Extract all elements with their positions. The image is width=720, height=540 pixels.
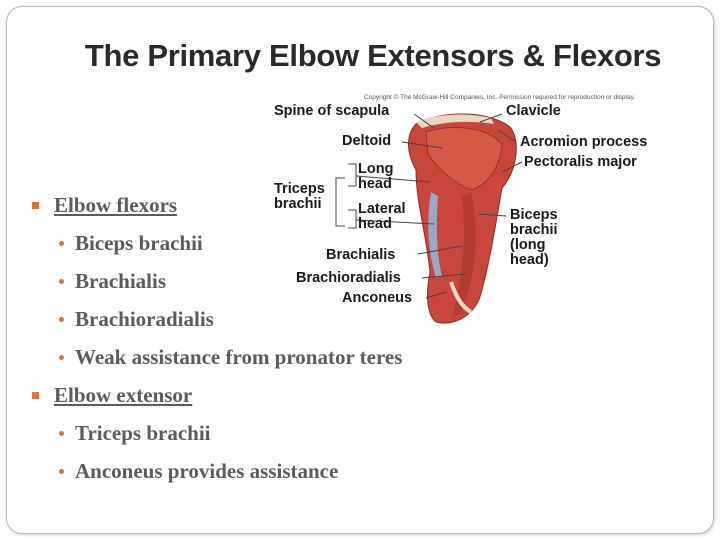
copyright-notice: Copyright © The McGraw-Hill Companies, I… xyxy=(364,94,636,101)
bullet-heading: Elbow flexors xyxy=(54,193,178,217)
bullet-text: Anconeus provides assistance xyxy=(75,459,339,483)
biceps-shape xyxy=(452,192,476,318)
label-spine-of-scapula: Spine of scapula xyxy=(274,103,390,119)
label-long-head: Long head xyxy=(358,161,394,192)
slide-title: The Primary Elbow Extensors & Flexors xyxy=(84,38,662,73)
label-anconeus: Anconeus xyxy=(342,290,413,306)
bullet-list: Elbow flexors Biceps brachii Brachialis … xyxy=(32,190,402,494)
label-clavicle: Clavicle xyxy=(506,103,561,119)
label-triceps-brachii: Triceps brachii xyxy=(274,181,325,212)
bullet-item: Anconeus provides assistance xyxy=(32,456,402,494)
label-pectoralis-major: Pectoralis major xyxy=(524,154,637,170)
bullet-item: Weak assistance from pronator teres xyxy=(32,342,402,380)
dot-bullet-icon xyxy=(59,469,64,474)
arm-muscle-figure: Copyright © The McGraw-Hill Companies, I… xyxy=(266,92,686,328)
bullet-text: Weak assistance from pronator teres xyxy=(75,345,403,369)
label-lateral-head: Lateral head xyxy=(358,201,406,232)
dot-bullet-icon xyxy=(59,317,64,322)
bullet-item: Biceps brachii xyxy=(32,228,402,266)
bone-shape xyxy=(428,192,442,278)
bullet-text: Brachialis xyxy=(75,269,167,293)
deltoid-shape xyxy=(425,127,503,191)
slide xyxy=(6,6,714,534)
bullet-text: Brachioradialis xyxy=(75,307,214,331)
dot-bullet-icon xyxy=(59,279,64,284)
scapula-tendon-shape xyxy=(416,114,494,128)
label-brachioradialis: Brachioradialis xyxy=(296,270,401,286)
leader-lines xyxy=(335,113,523,299)
arm-illustration xyxy=(335,113,523,324)
dot-bullet-icon xyxy=(59,431,64,436)
square-bullet-icon xyxy=(32,392,39,399)
bullet-text: Triceps brachii xyxy=(75,421,211,445)
bullet-item: Brachioradialis xyxy=(32,304,402,342)
bullet-text: Biceps brachii xyxy=(75,231,203,255)
square-bullet-icon xyxy=(32,202,39,209)
bullet-item: Brachialis xyxy=(32,266,402,304)
bullet-heading: Elbow extensor xyxy=(54,383,193,407)
tendon-shape xyxy=(449,281,473,314)
label-brachialis: Brachialis xyxy=(326,247,396,263)
label-biceps-brachii: Biceps brachii (long head) xyxy=(510,207,558,268)
bullet-elbow-extensor: Elbow extensor xyxy=(32,380,402,418)
label-deltoid: Deltoid xyxy=(342,133,392,149)
dot-bullet-icon xyxy=(59,355,64,360)
dot-bullet-icon xyxy=(59,241,64,246)
bullet-elbow-flexors: Elbow flexors xyxy=(32,190,402,228)
bullet-item: Triceps brachii xyxy=(32,418,402,456)
label-acromion-process: Acromion process xyxy=(520,134,648,150)
